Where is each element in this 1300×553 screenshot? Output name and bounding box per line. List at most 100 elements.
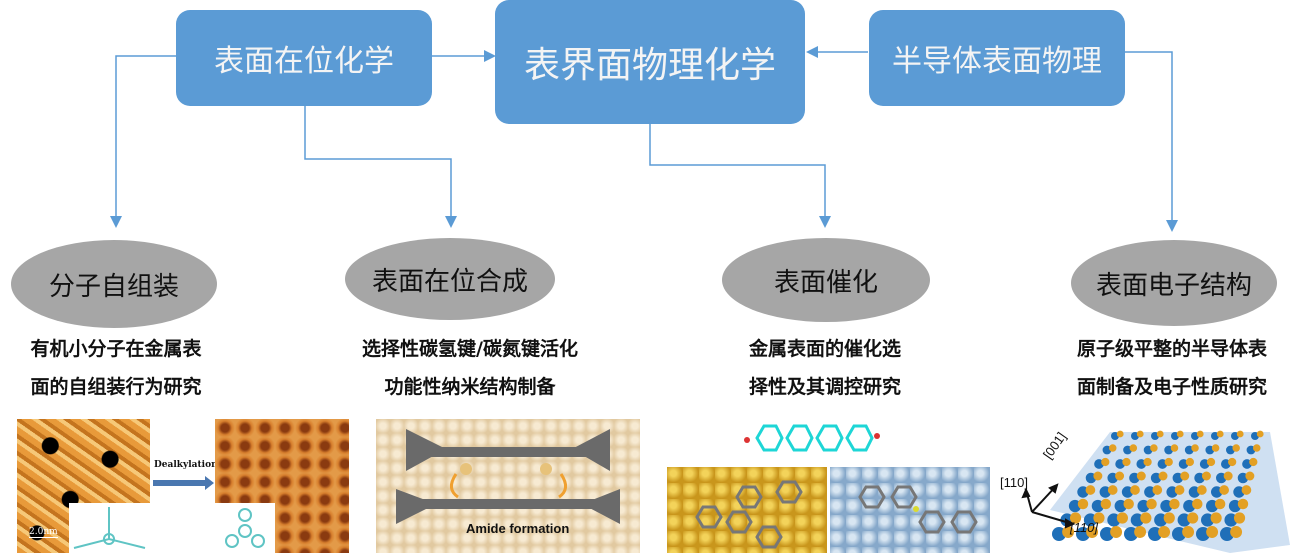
atom-orange [1152, 485, 1163, 495]
topic-title: 分子自组装 [48, 271, 179, 302]
topic-title: 表面在位合成 [371, 266, 528, 297]
atom-orange [1069, 512, 1082, 524]
atom-orange [1197, 485, 1207, 495]
topic-electronic-structure: 表面电子结构 [1071, 240, 1277, 326]
atom-orange [1101, 457, 1110, 467]
atom-orange [1116, 430, 1124, 438]
atom-orange [1230, 526, 1243, 538]
molecule-structure [744, 424, 880, 452]
atom-orange [1252, 444, 1261, 452]
desc-line: 面制备及电子性质研究 [1076, 376, 1267, 398]
lattice-illustration [1021, 430, 1290, 553]
atom-orange [1115, 471, 1125, 481]
arrow-to-synthesis [304, 106, 457, 228]
atom-orange [1211, 444, 1220, 452]
atom-orange [1122, 457, 1131, 467]
semiconductor-lattice-image: [001] [110] [110] [1000, 420, 1300, 553]
atom-orange [1093, 471, 1103, 481]
atom-orange [1158, 526, 1171, 538]
amide-formation-image: Amide formation [376, 419, 640, 553]
stm-image-before: 2.0nm [17, 419, 150, 553]
atom-orange [1180, 471, 1190, 481]
atom-orange [1146, 498, 1157, 510]
desc-line: 选择性碳氢键/碳氮键活化 [362, 338, 578, 360]
axis-label-110-horizontal: [110] [1070, 520, 1098, 535]
scale-bar-label: 2.0nm [29, 527, 58, 538]
desc-line: 原子级平整的半导体表 [1076, 338, 1267, 360]
box-label: 表面在位化学 [214, 44, 394, 79]
atom-orange [1210, 512, 1222, 524]
atom-orange [1191, 444, 1199, 452]
topic-description: 原子级平整的半导体表 面制备及电子性质研究 [1052, 330, 1292, 406]
atom-orange [1228, 457, 1237, 467]
quaterphenyl-molecule [735, 418, 885, 458]
desc-line: 功能性纳米结构制备 [384, 376, 556, 398]
atom-orange [1174, 485, 1185, 495]
atom-orange [1241, 485, 1252, 495]
stm-image-after [215, 419, 349, 553]
atom-orange [1206, 457, 1216, 467]
dealkylation-arrow: Dealkylation [153, 460, 218, 490]
desc-line: 金属表面的催化选 [748, 338, 901, 360]
molecule-structure [73, 507, 146, 549]
atom-orange [1185, 457, 1195, 467]
atom-orange [1156, 430, 1164, 438]
atom-orange [1219, 485, 1229, 495]
atom-orange [1143, 457, 1152, 467]
molecule-structure [225, 508, 265, 548]
molecules-illustration [396, 429, 620, 524]
axis-label-110-vertical: [110] [1000, 475, 1028, 490]
atom-orange [1233, 512, 1246, 524]
atom-orange [1237, 498, 1249, 510]
arrow-to-self-assembly [110, 55, 176, 228]
atom-orange [1187, 512, 1199, 524]
topic-self-assembly: 分子自组装 [11, 240, 217, 328]
atom-orange [1164, 457, 1173, 467]
atom-orange [1249, 457, 1258, 467]
atom-orange [1136, 430, 1144, 438]
atom-orange [1196, 430, 1204, 438]
topic-title: 表面电子结构 [1095, 270, 1252, 301]
atom-orange [1170, 444, 1179, 452]
atom-orange [1169, 498, 1180, 510]
topic-description: 选择性碳氢键/碳氮键活化 功能性纳米结构制备 [330, 330, 610, 406]
atom-orange [1214, 498, 1226, 510]
box-semiconductor-surface-physics: 半导体表面物理 [869, 10, 1125, 106]
atom-orange [1130, 485, 1140, 495]
box-label: 表界面物理化学 [523, 45, 776, 86]
topic-description: 有机小分子在金属表 面的自组装行为研究 [0, 330, 232, 406]
adsorbed-molecules [695, 480, 803, 549]
box-label: 半导体表面物理 [892, 44, 1102, 79]
topic-description: 金属表面的催化选 择性及其调控研究 [720, 330, 930, 406]
atom-orange [1134, 526, 1147, 538]
atom-orange [1216, 430, 1224, 438]
atom-orange [1223, 471, 1233, 481]
atom-orange [1086, 526, 1099, 538]
atom-orange [1116, 512, 1128, 524]
atom-orange [1100, 498, 1112, 510]
atom-orange [1062, 526, 1075, 538]
atom-orange [1077, 498, 1089, 510]
atom-orange [1245, 471, 1255, 481]
atom-orange [1107, 485, 1118, 495]
atom-orange [1256, 430, 1264, 438]
atom-orange [1158, 471, 1168, 481]
arrow-label: Dealkylation [154, 460, 218, 470]
atom-orange [1129, 444, 1138, 452]
adsorbed-molecules [858, 485, 978, 534]
atom-orange [1176, 430, 1184, 438]
silver-surface-image [830, 467, 990, 553]
topic-title: 表面催化 [773, 267, 878, 298]
atom-orange [1232, 444, 1240, 452]
atom-orange [1110, 526, 1123, 538]
topic-in-situ-synthesis: 表面在位合成 [345, 238, 555, 320]
molecule-inset [215, 503, 275, 553]
topic-surface-catalysis: 表面催化 [722, 238, 930, 322]
desc-line: 有机小分子在金属表 [30, 338, 202, 360]
atom-orange [1136, 471, 1146, 481]
atom-orange [1192, 498, 1203, 510]
atom-orange [1150, 444, 1158, 452]
atom-orange [1236, 430, 1244, 438]
atom-orange [1206, 526, 1219, 538]
atom-orange [1085, 485, 1096, 495]
